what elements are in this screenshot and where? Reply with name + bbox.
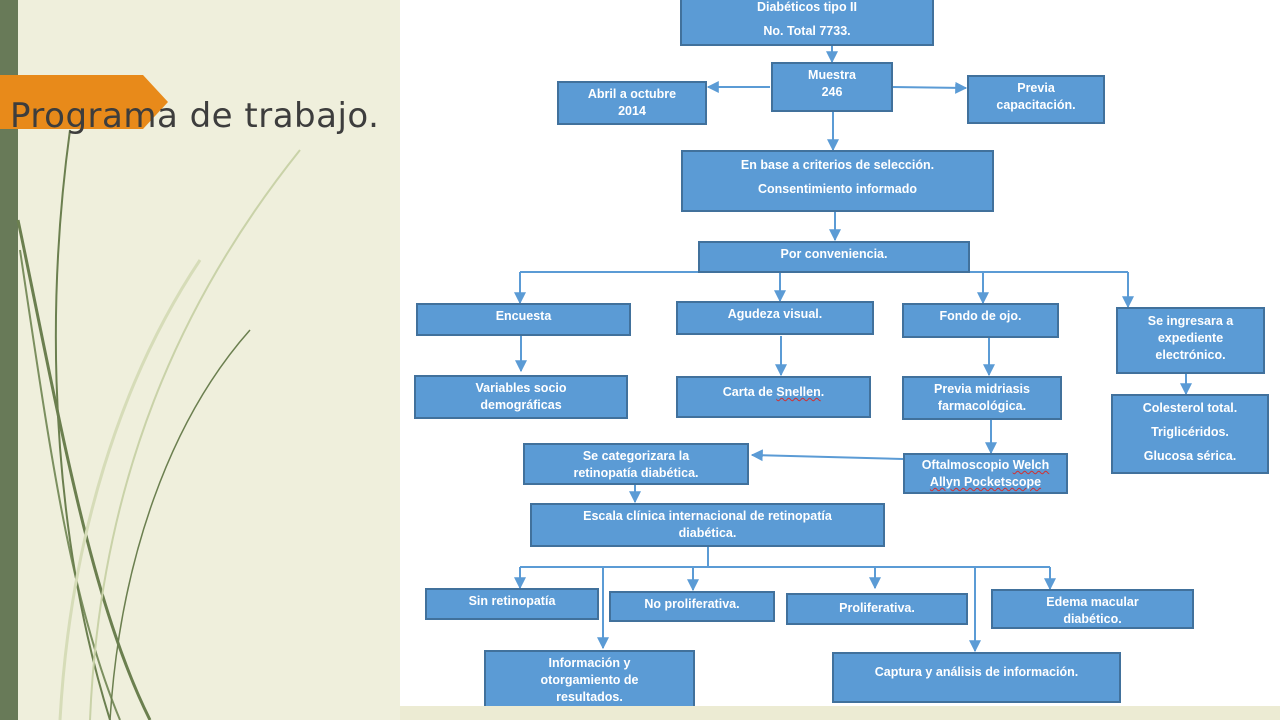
flowchart: Diabéticos tipo II No. Total 7733. Muest… xyxy=(400,0,1280,706)
box-categorizar: Se categorizara la retinopatía diabética… xyxy=(523,443,749,485)
box-oftalmoscopio: Oftalmoscopio Welch Allyn Pocketscope xyxy=(903,453,1068,494)
box-conveniencia: Por conveniencia. xyxy=(698,241,970,273)
box-periodo: Abril a octubre 2014 xyxy=(557,81,707,125)
box-diabeticos-total: Diabéticos tipo II No. Total 7733. xyxy=(680,0,934,46)
box-no-proliferativa: No proliferativa. xyxy=(609,591,775,622)
slide-title: Programa de trabajo. xyxy=(10,96,380,136)
box-encuesta: Encuesta xyxy=(416,303,631,336)
bottom-strip xyxy=(400,706,1280,720)
box-informacion: Información y otorgamiento de resultados… xyxy=(484,650,695,706)
box-midriasis: Previa midriasis farmacológica. xyxy=(902,376,1062,420)
box-variables: Variables socio demográficas xyxy=(414,375,628,419)
box-expediente: Se ingresara a expediente electrónico. xyxy=(1116,307,1265,374)
box-capacitacion: Previa capacitación. xyxy=(967,75,1105,124)
decorative-leaf-lines xyxy=(16,129,301,720)
box-escala: Escala clínica internacional de retinopa… xyxy=(530,503,885,547)
box-laboratorio: Colesterol total. Triglicéridos. Glucosa… xyxy=(1111,394,1269,474)
box-criterios: En base a criterios de selección. Consen… xyxy=(681,150,994,212)
box-edema-macular: Edema macular diabético. xyxy=(991,589,1194,629)
flowchart-connectors xyxy=(514,46,1192,653)
box-snellen: Carta de Snellen. xyxy=(676,376,871,418)
left-accent-bar xyxy=(0,0,18,720)
title-accent-tab xyxy=(0,75,168,129)
box-captura: Captura y análisis de información. xyxy=(832,652,1121,703)
box-fondo-de-ojo: Fondo de ojo. xyxy=(902,303,1059,338)
box-agudeza-visual: Agudeza visual. xyxy=(676,301,874,335)
box-proliferativa: Proliferativa. xyxy=(786,593,968,625)
box-sin-retinopatia: Sin retinopatía xyxy=(425,588,599,620)
box-muestra: Muestra 246 xyxy=(771,62,893,112)
